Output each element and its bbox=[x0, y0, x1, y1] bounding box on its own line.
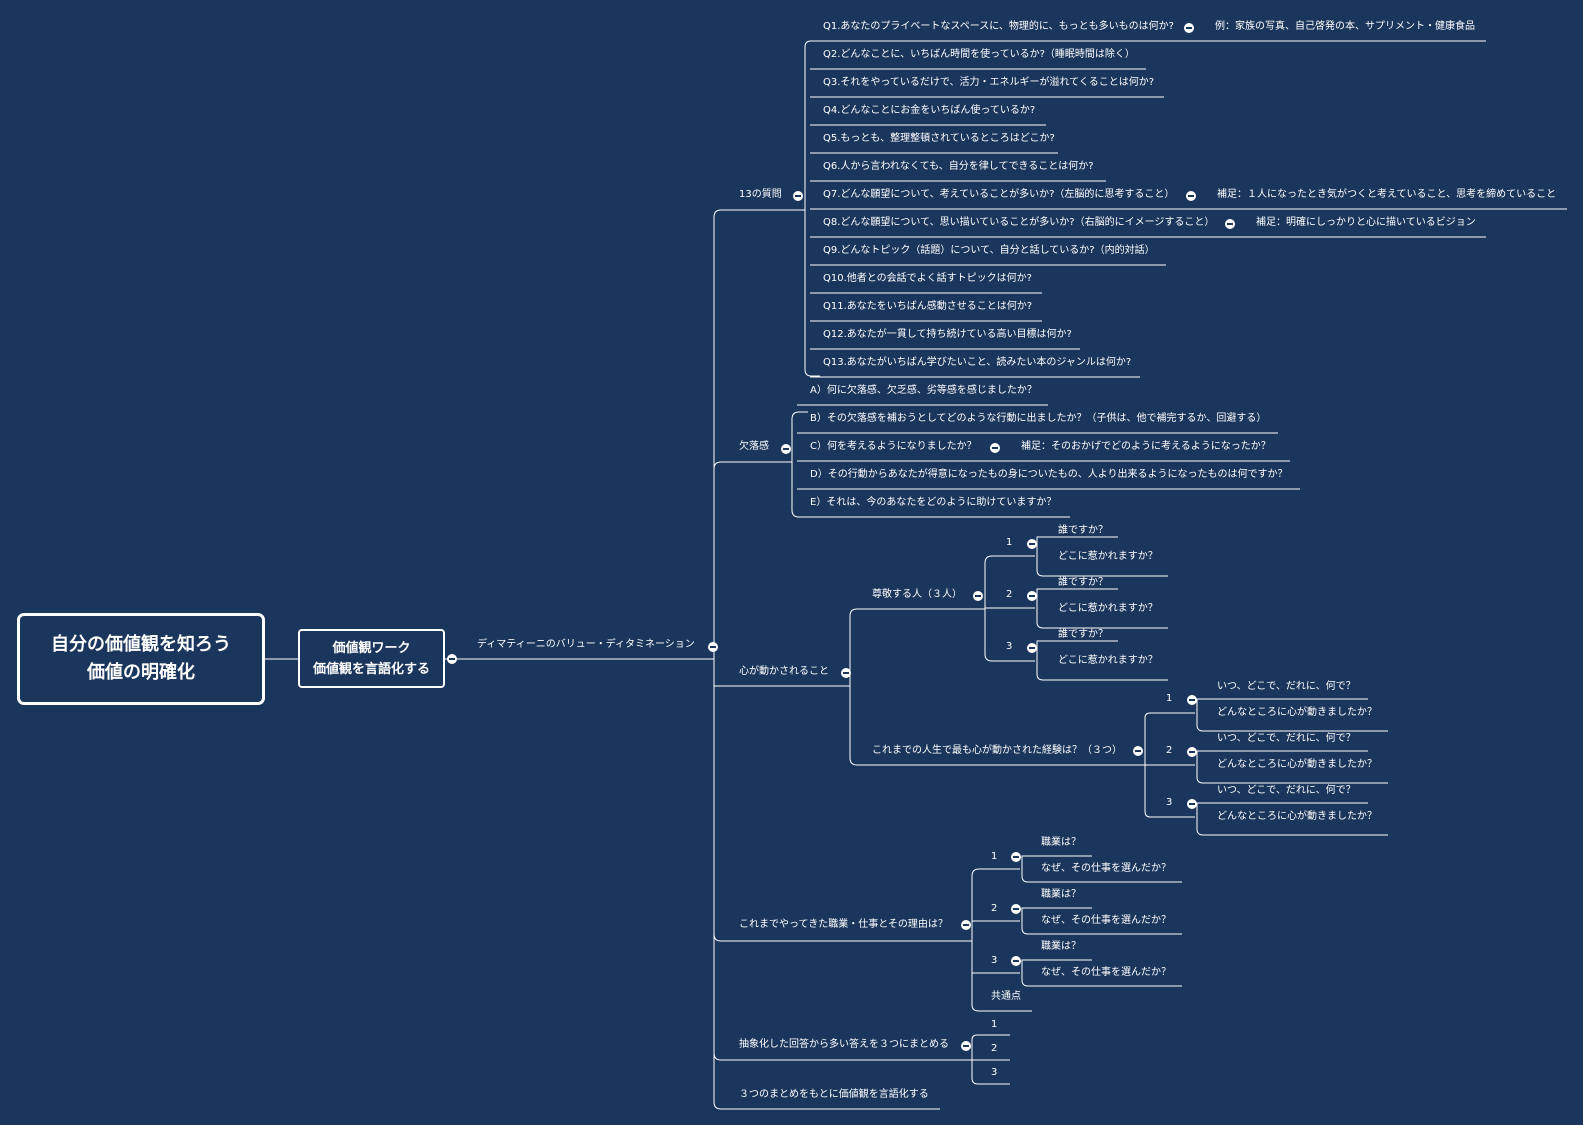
collapse-toggle-icon[interactable] bbox=[1225, 219, 1235, 229]
question-item[interactable]: Q10.他者との会話でよく話すトピックは何か? bbox=[823, 273, 1032, 284]
main-topic-title: 価値観ワーク bbox=[332, 640, 411, 656]
central-topic-title: 自分の価値観を知ろう bbox=[51, 634, 231, 655]
collapse-toggle-icon[interactable] bbox=[1133, 746, 1143, 756]
topic-jobs[interactable]: これまでやってきた職業・仕事とその理由は？ bbox=[739, 919, 948, 930]
topic-respect[interactable]: 尊敬する人（３人） bbox=[872, 589, 962, 600]
collapse-toggle-icon[interactable] bbox=[1027, 591, 1037, 601]
job-title[interactable]: 職業は？ bbox=[1041, 941, 1081, 952]
question-note[interactable]: 例：家族の写真、自己啓発の本、サプリメント・健康食品 bbox=[1215, 21, 1475, 32]
experience-number[interactable]: 3 bbox=[1166, 797, 1173, 808]
lack-item[interactable]: E）それは、今のあなたをどのように助けていますか？ bbox=[810, 497, 1057, 508]
main-topic[interactable]: 価値観ワーク 価値観を言語化する bbox=[298, 629, 445, 688]
collapse-toggle-icon[interactable] bbox=[1027, 643, 1037, 653]
question-item[interactable]: Q4.どんなことにお金をいちばん使っているか? bbox=[823, 105, 1036, 116]
topic-final[interactable]: ３つのまとめをもとに価値観を言語化する bbox=[739, 1089, 929, 1100]
question-note[interactable]: 補足：明確にしっかりと心に描いているビジョン bbox=[1256, 217, 1476, 228]
job-common[interactable]: 共通点 bbox=[991, 991, 1021, 1002]
experience-number[interactable]: 1 bbox=[1166, 693, 1173, 704]
respect-where[interactable]: どこに惹かれますか？ bbox=[1058, 603, 1158, 614]
topic-experiences[interactable]: これまでの人生で最も心が動かされた経験は？（３つ） bbox=[872, 745, 1122, 756]
summary-number[interactable]: 3 bbox=[991, 1067, 998, 1078]
collapse-toggle-icon[interactable] bbox=[1187, 747, 1197, 757]
topic-summary[interactable]: 抽象化した回答から多い答えを３つにまとめる bbox=[739, 1039, 949, 1050]
collapse-toggle-icon[interactable] bbox=[1187, 799, 1197, 809]
collapse-toggle-icon[interactable] bbox=[961, 920, 971, 930]
topic-moved[interactable]: 心が動かされること bbox=[739, 666, 829, 677]
collapse-toggle-icon[interactable] bbox=[841, 668, 851, 678]
collapse-toggle-icon[interactable] bbox=[1011, 852, 1021, 862]
experience-when[interactable]: いつ、どこで、だれに、何で？ bbox=[1217, 733, 1356, 744]
job-title[interactable]: 職業は？ bbox=[1041, 889, 1081, 900]
topic-method[interactable]: ディマティーニのバリュー・ディタミネーション bbox=[477, 639, 695, 650]
respect-who[interactable]: 誰ですか？ bbox=[1058, 577, 1108, 588]
experience-when[interactable]: いつ、どこで、だれに、何で？ bbox=[1217, 785, 1356, 796]
question-note[interactable]: 補足：１人になったとき気がつくと考えていること、思考を締めていること bbox=[1217, 189, 1557, 200]
question-item[interactable]: Q7.どんな願望について、考えていることが多いか?（左脳的に思考すること） bbox=[823, 189, 1175, 200]
experience-how[interactable]: どんなところに心が動きましたか？ bbox=[1217, 811, 1377, 822]
collapse-toggle-icon[interactable] bbox=[990, 443, 1000, 453]
question-item[interactable]: Q8.どんな願望について、思い描いていることが多いか?（右脳的にイメージすること… bbox=[823, 217, 1215, 228]
collapse-toggle-icon[interactable] bbox=[1184, 23, 1194, 33]
question-item[interactable]: Q1.あなたのプライベートなスペースに、物理的に、もっとも多いものは何か? bbox=[823, 21, 1174, 32]
collapse-toggle-icon[interactable] bbox=[1186, 191, 1196, 201]
respect-where[interactable]: どこに惹かれますか？ bbox=[1058, 551, 1158, 562]
collapse-toggle-icon[interactable] bbox=[781, 444, 791, 454]
lack-note[interactable]: 補足：そのおかげでどのように考えるようになったか？ bbox=[1021, 441, 1271, 452]
experience-how[interactable]: どんなところに心が動きましたか？ bbox=[1217, 707, 1377, 718]
collapse-toggle-icon[interactable] bbox=[447, 654, 457, 664]
job-reason[interactable]: なぜ、その仕事を選んだか？ bbox=[1041, 915, 1171, 926]
respect-number[interactable]: 2 bbox=[1006, 589, 1013, 600]
lack-item[interactable]: A）何に欠落感、欠乏感、劣等感を感じましたか？ bbox=[810, 385, 1037, 396]
experience-when[interactable]: いつ、どこで、だれに、何で？ bbox=[1217, 681, 1356, 692]
job-number[interactable]: 2 bbox=[991, 903, 998, 914]
collapse-toggle-icon[interactable] bbox=[1187, 695, 1197, 705]
question-item[interactable]: Q12.あなたが一貫して持ち続けている高い目標は何か? bbox=[823, 329, 1072, 340]
question-item[interactable]: Q11.あなたをいちばん感動させることは何か? bbox=[823, 301, 1033, 312]
topic-lack[interactable]: 欠落感 bbox=[739, 441, 769, 452]
job-title[interactable]: 職業は？ bbox=[1041, 837, 1081, 848]
question-item[interactable]: Q9.どんなトピック（話題）について、自分と話しているか?（内的対話） bbox=[823, 245, 1155, 256]
summary-number[interactable]: 2 bbox=[991, 1043, 998, 1054]
central-topic[interactable]: 自分の価値観を知ろう 価値の明確化 bbox=[17, 613, 265, 705]
question-item[interactable]: Q2.どんなことに、いちばん時間を使っているか?（睡眠時間は除く） bbox=[823, 49, 1135, 60]
job-reason[interactable]: なぜ、その仕事を選んだか？ bbox=[1041, 863, 1171, 874]
collapse-toggle-icon[interactable] bbox=[973, 591, 983, 601]
job-number[interactable]: 1 bbox=[991, 851, 998, 862]
respect-who[interactable]: 誰ですか？ bbox=[1058, 629, 1108, 640]
collapse-toggle-icon[interactable] bbox=[1011, 956, 1021, 966]
lack-item[interactable]: C）何を考えるようになりましたか？ bbox=[810, 441, 977, 452]
lack-item[interactable]: B）その欠落感を補おうとしてどのような行動に出ましたか？（子供は、他で補完するか… bbox=[810, 413, 1267, 424]
respect-number[interactable]: 3 bbox=[1006, 641, 1013, 652]
central-topic-subtitle: 価値の明確化 bbox=[87, 662, 195, 683]
collapse-toggle-icon[interactable] bbox=[1027, 539, 1037, 549]
collapse-toggle-icon[interactable] bbox=[961, 1041, 971, 1051]
question-item[interactable]: Q6.人から言われなくても、自分を律してできることは何か? bbox=[823, 161, 1094, 172]
question-item[interactable]: Q13.あなたがいちばん学びたいこと、読みたい本のジャンルは何か? bbox=[823, 357, 1132, 368]
question-item[interactable]: Q3.それをやっているだけで、活力・エネルギーが溢れてくることは何か? bbox=[823, 77, 1155, 88]
job-number[interactable]: 3 bbox=[991, 955, 998, 966]
lack-item[interactable]: D）その行動からあなたが得意になったもの身についたもの、人より出来るようになった… bbox=[810, 469, 1288, 480]
respect-number[interactable]: 1 bbox=[1006, 537, 1013, 548]
collapse-toggle-icon[interactable] bbox=[708, 642, 718, 652]
main-topic-subtitle: 価値観を言語化する bbox=[312, 661, 430, 677]
respect-who[interactable]: 誰ですか？ bbox=[1058, 525, 1108, 536]
summary-number[interactable]: 1 bbox=[991, 1019, 998, 1030]
question-item[interactable]: Q5.もっとも、整理整頓されているところはどこか? bbox=[823, 133, 1055, 144]
experience-how[interactable]: どんなところに心が動きましたか？ bbox=[1217, 759, 1377, 770]
job-reason[interactable]: なぜ、その仕事を選んだか？ bbox=[1041, 967, 1171, 978]
respect-where[interactable]: どこに惹かれますか？ bbox=[1058, 655, 1158, 666]
topic-13-questions[interactable]: 13の質問 bbox=[739, 189, 782, 200]
collapse-toggle-icon[interactable] bbox=[1011, 904, 1021, 914]
experience-number[interactable]: 2 bbox=[1166, 745, 1173, 756]
collapse-toggle-icon[interactable] bbox=[793, 191, 803, 201]
